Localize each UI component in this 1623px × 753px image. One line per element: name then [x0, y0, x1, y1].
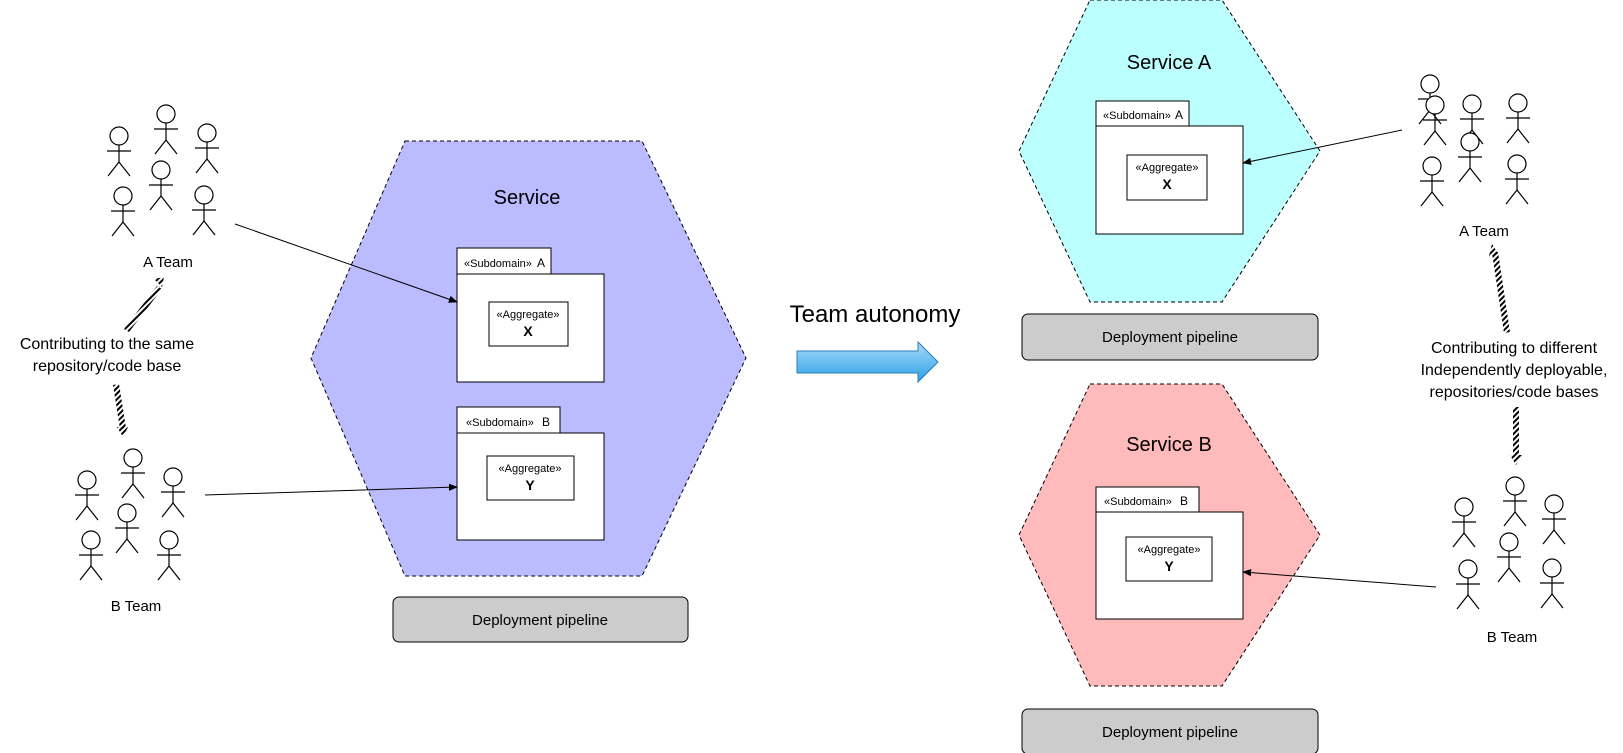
actor-icon [1419, 156, 1445, 207]
a-team-to-subdomain-a-arrow-right [1242, 129, 1403, 165]
subdomain-a-stereotype-right: «Subdomain» [1103, 110, 1171, 122]
subdomain-b-name-right: B [1180, 494, 1188, 508]
actor-icon [114, 503, 140, 554]
actor-icon [1457, 132, 1483, 183]
b-team-figures-right [1451, 476, 1567, 610]
hatched-connector-b [113, 384, 128, 437]
actor-icon [191, 185, 217, 236]
contribution-right-line-2: Independently deployable, [1421, 362, 1608, 379]
b-team-label: B Team [111, 598, 162, 615]
actor-icon [1451, 497, 1477, 548]
actor-icon [156, 530, 182, 581]
deployment-pipeline-button[interactable]: Deployment pipeline [392, 596, 689, 643]
team-autonomy-label: Team autonomy [790, 301, 961, 328]
contribution-right-line-3: repositories/code bases [1430, 384, 1599, 401]
service-a-title: Service A [1127, 52, 1212, 74]
b-team-to-subdomain-b-arrow-right [1242, 569, 1437, 588]
b-team-figures [74, 448, 186, 581]
deployment-pipeline-b-button[interactable]: Deployment pipeline [1021, 708, 1319, 753]
aggregate-x-name: X [523, 323, 533, 339]
a-team-figures-right [1417, 74, 1531, 207]
contribution-text-line-1: Contributing to the same [20, 336, 194, 353]
a-team-label-right: A Team [1459, 223, 1509, 240]
actor-icon [1539, 558, 1565, 609]
actor-icon [148, 160, 174, 211]
service-title: Service [494, 187, 561, 209]
contribution-right-line-1: Contributing to different [1431, 340, 1598, 357]
service-b-title: Service B [1126, 434, 1212, 456]
actor-icon [1455, 559, 1481, 610]
aggregate-y-stereotype-right: «Aggregate» [1138, 544, 1201, 556]
actor-icon [110, 186, 136, 237]
actor-icon [1502, 476, 1528, 527]
aggregate-x-stereotype: «Aggregate» [497, 309, 560, 321]
subdomain-b-name: B [542, 415, 550, 429]
a-team-figures [106, 104, 220, 237]
aggregate-y-name-right: Y [1164, 558, 1174, 574]
aggregate-y-name: Y [525, 477, 535, 493]
a-team-to-subdomain-a-arrow [234, 223, 458, 303]
actor-icon [106, 126, 132, 177]
aggregate-y-stereotype: «Aggregate» [499, 463, 562, 475]
hatched-connector-a-right [1489, 244, 1510, 333]
hatched-connector-b-right [1510, 407, 1522, 465]
actor-icon [153, 104, 179, 155]
subdomain-b-stereotype: «Subdomain» [466, 417, 534, 429]
a-team-label: A Team [143, 254, 193, 271]
subdomain-a-name: A [537, 256, 545, 270]
aggregate-x-box[interactable]: «Aggregate» X [488, 301, 569, 347]
contribution-text-line-2: repository/code base [33, 358, 182, 375]
actor-icon [1504, 154, 1530, 205]
b-team-to-subdomain-b-arrow [204, 483, 458, 496]
aggregate-x-box-right[interactable]: «Aggregate» X [1126, 154, 1208, 201]
team-autonomy-arrow [796, 340, 939, 384]
b-team-label-right: B Team [1487, 629, 1538, 646]
actor-icon [1541, 494, 1567, 545]
deployment-pipeline-a-label: Deployment pipeline [1102, 329, 1238, 346]
hatched-connector-a [124, 277, 164, 332]
aggregate-y-box[interactable]: «Aggregate» Y [486, 455, 575, 501]
actor-icon [160, 467, 186, 518]
aggregate-x-name-right: X [1162, 176, 1172, 192]
actor-icon [120, 448, 146, 499]
actor-icon [74, 470, 100, 521]
actor-icon [1496, 532, 1522, 583]
aggregate-x-stereotype-right: «Aggregate» [1136, 162, 1199, 174]
subdomain-a-name-right: A [1175, 108, 1183, 122]
deployment-pipeline-a-button[interactable]: Deployment pipeline [1021, 313, 1319, 361]
actor-icon [1422, 95, 1448, 146]
subdomain-b-stereotype-right: «Subdomain» [1104, 496, 1172, 508]
actor-icon [1505, 93, 1531, 144]
deployment-pipeline-b-label: Deployment pipeline [1102, 724, 1238, 741]
actor-icon [78, 530, 104, 581]
aggregate-y-box-right[interactable]: «Aggregate» Y [1125, 536, 1213, 582]
actor-icon [194, 123, 220, 174]
subdomain-a-stereotype: «Subdomain» [464, 258, 532, 270]
deployment-pipeline-label: Deployment pipeline [472, 612, 608, 629]
